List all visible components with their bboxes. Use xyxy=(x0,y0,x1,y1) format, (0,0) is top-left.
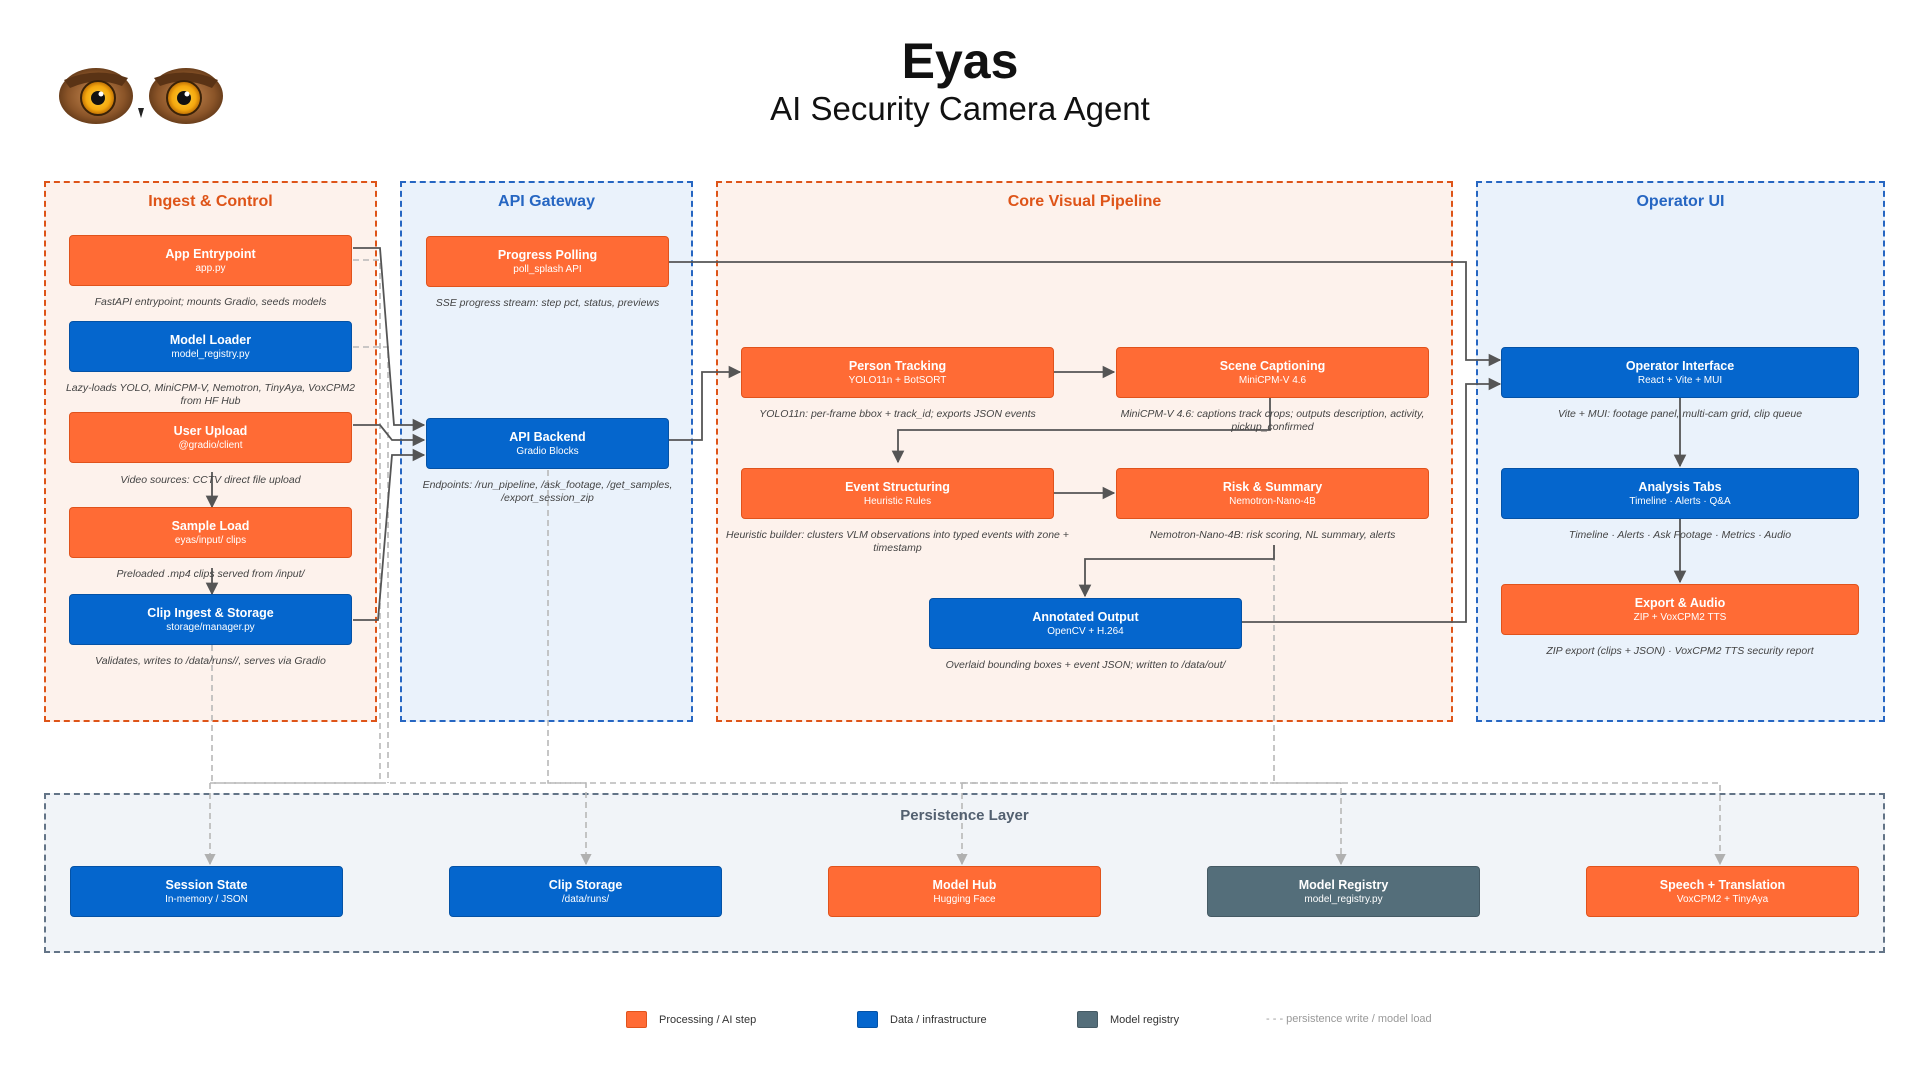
node-title: User Upload xyxy=(173,423,248,438)
group-label-ingest: Ingest & Control xyxy=(148,193,273,210)
legend-swatch-registry xyxy=(1077,1011,1098,1028)
node-title: Event Structuring xyxy=(845,479,950,494)
legend-label: Data / infrastructure xyxy=(890,1013,987,1026)
node-title: Progress Polling xyxy=(497,247,598,262)
node-subtitle: YOLO11n + BotSORT xyxy=(848,375,947,387)
node-sample-load[interactable]: Sample Load eyas/input/ clips xyxy=(69,507,352,558)
node-annotated-output[interactable]: Annotated Output OpenCV + H.264 xyxy=(929,598,1242,649)
legend-persistence: - - - persistence write / model load xyxy=(1266,1013,1432,1025)
node-clip-storage[interactable]: Clip Storage /data/runs/ xyxy=(449,866,722,917)
node-title: Person Tracking xyxy=(848,358,947,373)
group-label-core: Core Visual Pipeline xyxy=(1007,193,1162,210)
caption-person-tracking: YOLO11n: per-frame bbox + track_id; expo… xyxy=(759,408,1036,420)
caption-operator-interface: Vite + MUI: footage panel, multi-cam gri… xyxy=(1557,408,1803,420)
node-subtitle: ZIP + VoxCPM2 TTS xyxy=(1633,612,1727,624)
node-operator-interface[interactable]: Operator Interface React + Vite + MUI xyxy=(1501,347,1859,398)
caption-scene-captioning: MiniCPM-V 4.6: captions track crops; out… xyxy=(1120,408,1425,434)
node-subtitle: /data/runs/ xyxy=(561,894,610,906)
legend-swatch-data xyxy=(857,1011,878,1028)
node-subtitle: model_registry.py xyxy=(171,349,250,361)
node-title: Sample Load xyxy=(171,518,250,533)
caption-user-upload: Video sources: CCTV direct file upload xyxy=(120,474,301,486)
node-subtitle: In-memory / JSON xyxy=(165,894,248,906)
group-label-operator: Operator UI xyxy=(1636,193,1725,210)
caption-event-structuring: Heuristic builder: clusters VLM observat… xyxy=(726,529,1069,555)
node-title: Analysis Tabs xyxy=(1638,479,1722,494)
caption-api-backend: Endpoints: /run_pipeline, /ask_footage, … xyxy=(422,479,673,505)
caption-model-loader: Lazy-loads YOLO, MiniCPM-V, Nemotron, Ti… xyxy=(65,382,356,408)
legend-registry: Model registry xyxy=(1077,1011,1179,1028)
node-subtitle: storage/manager.py xyxy=(166,622,255,634)
logo xyxy=(58,64,224,126)
node-person-tracking[interactable]: Person Tracking YOLO11n + BotSORT xyxy=(741,347,1054,398)
node-subtitle: VoxCPM2 + TinyAya xyxy=(1676,894,1769,906)
node-subtitle: MiniCPM-V 4.6 xyxy=(1238,375,1307,387)
node-risk-summary[interactable]: Risk & Summary Nemotron-Nano-4B xyxy=(1116,468,1429,519)
node-app-entrypoint[interactable]: App Entrypoint app.py xyxy=(69,235,352,286)
node-title: Session State xyxy=(165,877,248,892)
node-subtitle: OpenCV + H.264 xyxy=(1047,626,1124,638)
node-scene-captioning[interactable]: Scene Captioning MiniCPM-V 4.6 xyxy=(1116,347,1429,398)
node-subtitle: Heuristic Rules xyxy=(863,496,932,508)
node-title: Model Loader xyxy=(169,332,252,347)
node-title: API Backend xyxy=(509,429,586,444)
node-title: Clip Ingest & Storage xyxy=(147,605,274,620)
node-title: Scene Captioning xyxy=(1219,358,1326,373)
node-subtitle: poll_splash API xyxy=(513,264,582,276)
node-title: Speech + Translation xyxy=(1659,877,1786,892)
caption-analysis-tabs: Timeline · Alerts · Ask Footage · Metric… xyxy=(1568,529,1792,541)
page-title: Eyas xyxy=(901,33,1019,89)
node-export-audio[interactable]: Export & Audio ZIP + VoxCPM2 TTS xyxy=(1501,584,1859,635)
caption-sample-load: Preloaded .mp4 clips served from /input/ xyxy=(116,568,305,580)
node-model-registry[interactable]: Model Registry model_registry.py xyxy=(1207,866,1480,917)
legend-label: Model registry xyxy=(1110,1013,1180,1026)
node-title: Annotated Output xyxy=(1032,609,1139,624)
node-title: Risk & Summary xyxy=(1222,479,1323,494)
node-subtitle: @gradio/client xyxy=(178,440,243,452)
caption-app-entrypoint: FastAPI entrypoint; mounts Gradio, seeds… xyxy=(94,296,327,308)
group-label-persistence: Persistence Layer xyxy=(900,807,1029,824)
caption-clip-ingest: Validates, writes to /data/runs//, serve… xyxy=(95,655,326,667)
node-title: Export & Audio xyxy=(1634,595,1726,610)
group-operator-ui xyxy=(1476,181,1885,722)
node-subtitle: Timeline · Alerts · Q&A xyxy=(1629,496,1731,508)
node-speech-translation[interactable]: Speech + Translation VoxCPM2 + TinyAya xyxy=(1586,866,1859,917)
node-subtitle: Hugging Face xyxy=(933,894,996,906)
caption-risk-summary: Nemotron-Nano-4B: risk scoring, NL summa… xyxy=(1149,529,1396,541)
node-title: Clip Storage xyxy=(548,877,623,892)
node-user-upload[interactable]: User Upload @gradio/client xyxy=(69,412,352,463)
caption-export-audio: ZIP export (clips + JSON) · VoxCPM2 TTS … xyxy=(1546,645,1814,657)
node-progress-polling[interactable]: Progress Polling poll_splash API xyxy=(426,236,669,287)
caption-annotated-output: Overlaid bounding boxes + event JSON; wr… xyxy=(945,659,1226,671)
node-event-structuring[interactable]: Event Structuring Heuristic Rules xyxy=(741,468,1054,519)
node-title: App Entrypoint xyxy=(165,246,256,261)
node-title: Operator Interface xyxy=(1625,358,1735,373)
node-model-loader[interactable]: Model Loader model_registry.py xyxy=(69,321,352,372)
node-analysis-tabs[interactable]: Analysis Tabs Timeline · Alerts · Q&A xyxy=(1501,468,1859,519)
group-label-api: API Gateway xyxy=(498,193,595,210)
legend-swatch-processing xyxy=(626,1011,647,1028)
node-clip-ingest-storage[interactable]: Clip Ingest & Storage storage/manager.py xyxy=(69,594,352,645)
owl-eyes-icon xyxy=(59,68,223,124)
node-title: Model Registry xyxy=(1298,877,1389,892)
legend-processing: Processing / AI step xyxy=(626,1011,756,1028)
node-session-state[interactable]: Session State In-memory / JSON xyxy=(70,866,343,917)
node-subtitle: app.py xyxy=(195,263,226,275)
node-subtitle: eyas/input/ clips xyxy=(174,535,247,547)
node-subtitle: model_registry.py xyxy=(1304,894,1383,906)
node-subtitle: Gradio Blocks xyxy=(516,446,579,458)
legend-data: Data / infrastructure xyxy=(857,1011,987,1028)
node-api-backend[interactable]: API Backend Gradio Blocks xyxy=(426,418,669,469)
page-subtitle: AI Security Camera Agent xyxy=(770,90,1150,127)
caption-progress-polling: SSE progress stream: step pct, status, p… xyxy=(435,297,660,309)
node-model-hub[interactable]: Model Hub Hugging Face xyxy=(828,866,1101,917)
node-subtitle: Nemotron-Nano-4B xyxy=(1229,496,1316,508)
node-subtitle: React + Vite + MUI xyxy=(1637,375,1723,387)
legend-label: Processing / AI step xyxy=(659,1013,757,1026)
node-title: Model Hub xyxy=(932,877,997,892)
